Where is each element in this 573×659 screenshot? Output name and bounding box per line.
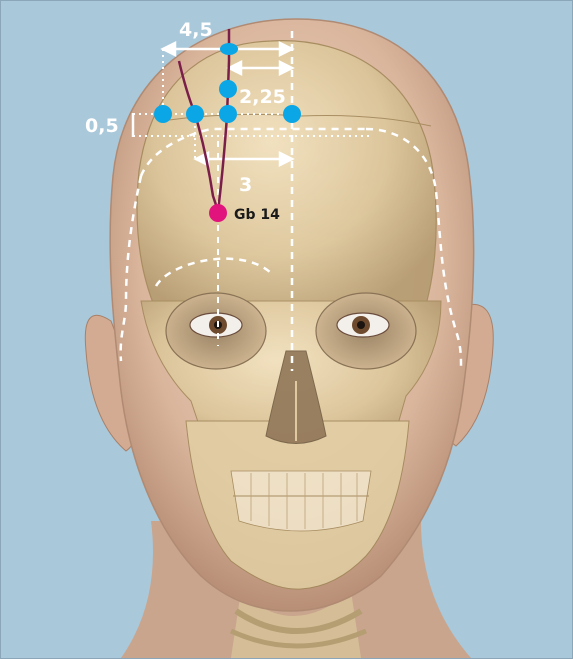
acupoint-row-2	[186, 105, 204, 123]
acupoint-upper	[219, 80, 237, 98]
acupoint-row-3	[219, 105, 237, 123]
right-eye	[337, 313, 389, 337]
label-gb14: Gb 14	[234, 207, 280, 223]
label-upper-right-measurement: 2,25	[239, 86, 286, 108]
acupoint-row-1	[154, 105, 172, 123]
left-eye	[190, 313, 242, 337]
acupoint-top	[220, 43, 238, 55]
label-left-measurement: 0,5	[85, 115, 119, 137]
label-middle-measurement: 3	[239, 174, 252, 196]
acupoint-gb14	[209, 204, 227, 222]
label-top-measurement: 4,5	[179, 19, 213, 41]
